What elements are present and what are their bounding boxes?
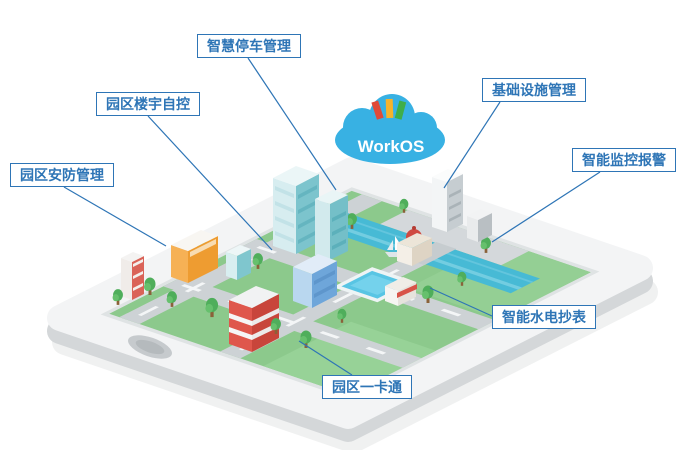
label-security: 园区安防管理 bbox=[10, 163, 114, 187]
callout-line-monitoring bbox=[491, 171, 601, 243]
building-blue-glass bbox=[293, 254, 337, 308]
building-gray-low bbox=[467, 209, 492, 242]
plaza bbox=[380, 210, 529, 266]
callout-line-building-automation bbox=[147, 115, 273, 251]
building-teal-tower-1 bbox=[273, 166, 319, 254]
building-red-striped bbox=[229, 286, 279, 352]
label-monitoring: 智能监控报警 bbox=[572, 148, 676, 172]
workos-logo-icon bbox=[371, 98, 407, 120]
home-button-inner bbox=[135, 339, 165, 355]
building-shop-awning bbox=[385, 277, 417, 306]
building-teal-small bbox=[226, 245, 251, 280]
label-onecard: 园区一卡通 bbox=[322, 375, 412, 399]
building-teal-tower-2 bbox=[315, 190, 348, 260]
cloud-title: WorkOS bbox=[358, 137, 425, 156]
callout-line-onecard bbox=[298, 340, 353, 376]
callout-line-infrastructure bbox=[443, 101, 501, 189]
callout-lines bbox=[63, 57, 601, 376]
grass-patch bbox=[263, 321, 436, 396]
building-dome-hall bbox=[397, 226, 432, 266]
callout-line-metering bbox=[429, 287, 493, 317]
callout-line-security bbox=[63, 186, 167, 247]
callout-line-parking bbox=[247, 57, 337, 191]
label-parking: 智慧停车管理 bbox=[197, 34, 301, 58]
building-red-white-small bbox=[121, 252, 144, 300]
label-infrastructure: 基础设施管理 bbox=[482, 78, 586, 102]
label-metering: 智能水电抄表 bbox=[492, 305, 596, 329]
label-building-automation: 园区楼宇自控 bbox=[96, 92, 200, 116]
building-white-tower bbox=[432, 169, 463, 232]
building-orange-office bbox=[171, 230, 218, 283]
